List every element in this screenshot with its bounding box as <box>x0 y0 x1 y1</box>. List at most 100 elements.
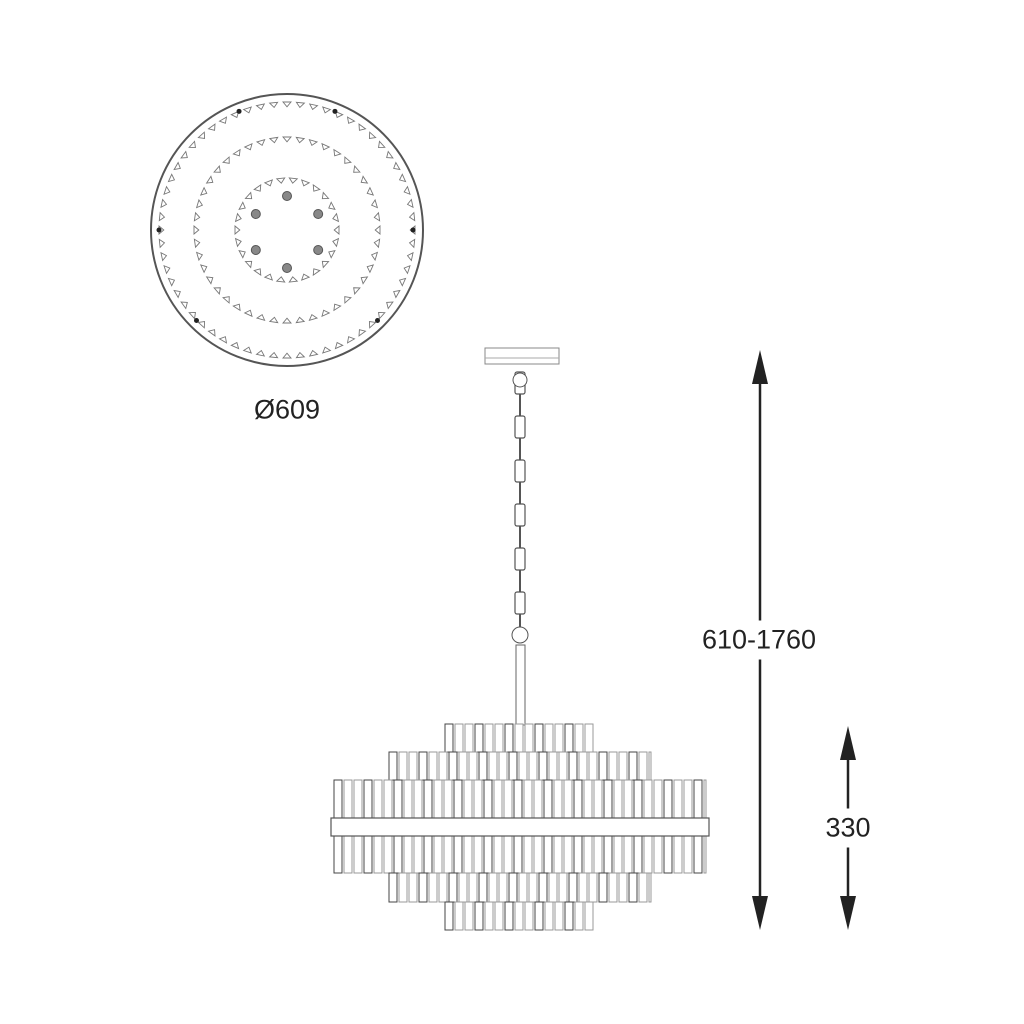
crystal-triangle <box>403 264 411 275</box>
crystal-triangle <box>180 301 188 310</box>
crystal-rod <box>454 723 464 753</box>
ceiling-canopy <box>484 347 560 365</box>
crystal-rod <box>388 872 398 903</box>
crystal-rod <box>428 872 438 903</box>
crystal-rod <box>468 751 478 781</box>
crystal-triangle <box>312 184 321 192</box>
crystal-triangle <box>360 276 369 285</box>
crystal-rod <box>528 872 538 903</box>
crystal-triangle <box>295 351 306 359</box>
stem-rod <box>515 644 526 726</box>
crystal-triangle <box>312 268 321 276</box>
crystal-triangle <box>197 321 206 329</box>
crystal-rod <box>423 779 433 819</box>
crystal-rod <box>653 835 663 874</box>
crystal-triangle <box>238 249 246 259</box>
crystal-rod <box>494 723 504 753</box>
crystal-triangle <box>163 185 171 196</box>
crystal-rod <box>453 835 463 874</box>
crystal-rod <box>583 835 593 874</box>
crystal-triangle <box>370 198 379 209</box>
crystal-rod <box>588 872 598 903</box>
crystal-triangle <box>207 123 216 131</box>
crystal-triangle <box>234 225 241 235</box>
crystal-triangle <box>244 260 253 269</box>
crystal-triangle <box>321 346 332 354</box>
crystal-triangle <box>268 136 279 144</box>
crystal-rod <box>363 835 373 874</box>
crystal-triangle <box>374 225 381 235</box>
crystal-triangle <box>173 289 181 299</box>
crystal-triangle <box>255 349 266 357</box>
crystal-rod <box>593 835 603 874</box>
crystal-triangle <box>253 184 262 192</box>
crystal-rod <box>528 751 538 781</box>
crystal-rod <box>353 835 363 874</box>
mounting-point <box>410 227 416 233</box>
crystal-rod <box>383 835 393 874</box>
crystal-rod <box>554 723 564 753</box>
crystal-rod <box>504 901 514 931</box>
crystal-triangle <box>370 251 379 262</box>
crystal-triangle <box>163 264 171 275</box>
crystal-rod <box>583 779 593 819</box>
crystal-rod <box>563 835 573 874</box>
bulb-socket <box>313 245 324 255</box>
crystal-rod <box>388 751 398 781</box>
crystal-triangle <box>295 316 306 324</box>
crystal-triangle <box>328 249 336 259</box>
crystal-rod <box>503 779 513 819</box>
crystal-triangle <box>242 106 253 114</box>
crystal-triangle <box>263 273 274 281</box>
crystal-rod <box>643 835 653 874</box>
crystal-triangle <box>386 150 394 159</box>
crystal-rod <box>584 723 594 753</box>
crystal-rod <box>574 901 584 931</box>
chain-ring <box>512 372 528 388</box>
crystal-rod <box>403 779 413 819</box>
crystal-rod <box>598 751 608 781</box>
crystal-triangle <box>321 191 330 200</box>
crystal-rod <box>474 723 484 753</box>
crystal-triangle <box>406 198 414 209</box>
crystal-triangle <box>282 101 292 108</box>
crystal-triangle <box>358 329 367 337</box>
crystal-rod <box>514 901 524 931</box>
chain-link <box>514 503 526 527</box>
bulb-socket <box>250 209 261 219</box>
crystal-triangle <box>207 329 216 337</box>
crystal-rod <box>544 901 554 931</box>
crystal-rod <box>503 835 513 874</box>
crystal-triangle <box>275 276 286 283</box>
crystal-rod <box>484 901 494 931</box>
crystal-rod <box>373 835 383 874</box>
crystal-rod <box>578 872 588 903</box>
crystal-rod <box>403 835 413 874</box>
crystal-triangle <box>158 238 166 249</box>
crystal-triangle <box>398 173 407 183</box>
bulb-socket <box>250 245 261 255</box>
crystal-rod <box>628 751 638 781</box>
crystal-rod <box>433 779 443 819</box>
crystal-rod <box>623 835 633 874</box>
crystal-triangle <box>268 101 279 109</box>
crystal-triangle <box>346 116 356 124</box>
crystal-rod <box>438 751 448 781</box>
crystal-rod <box>554 901 564 931</box>
crystal-triangle <box>230 110 240 119</box>
crystal-rod <box>513 835 523 874</box>
chain-ring <box>511 626 529 644</box>
crystal-rod <box>488 872 498 903</box>
crystal-rod <box>538 872 548 903</box>
crystal-triangle <box>199 264 208 274</box>
crystal-rod <box>524 723 534 753</box>
crystal-rod <box>514 723 524 753</box>
crystal-rod <box>443 835 453 874</box>
crystal-rod <box>428 751 438 781</box>
crystal-triangle <box>408 238 416 249</box>
crystal-rod <box>373 779 383 819</box>
crystal-triangle <box>398 277 407 287</box>
crystal-rod <box>448 751 458 781</box>
arrow-down-icon <box>752 896 768 930</box>
